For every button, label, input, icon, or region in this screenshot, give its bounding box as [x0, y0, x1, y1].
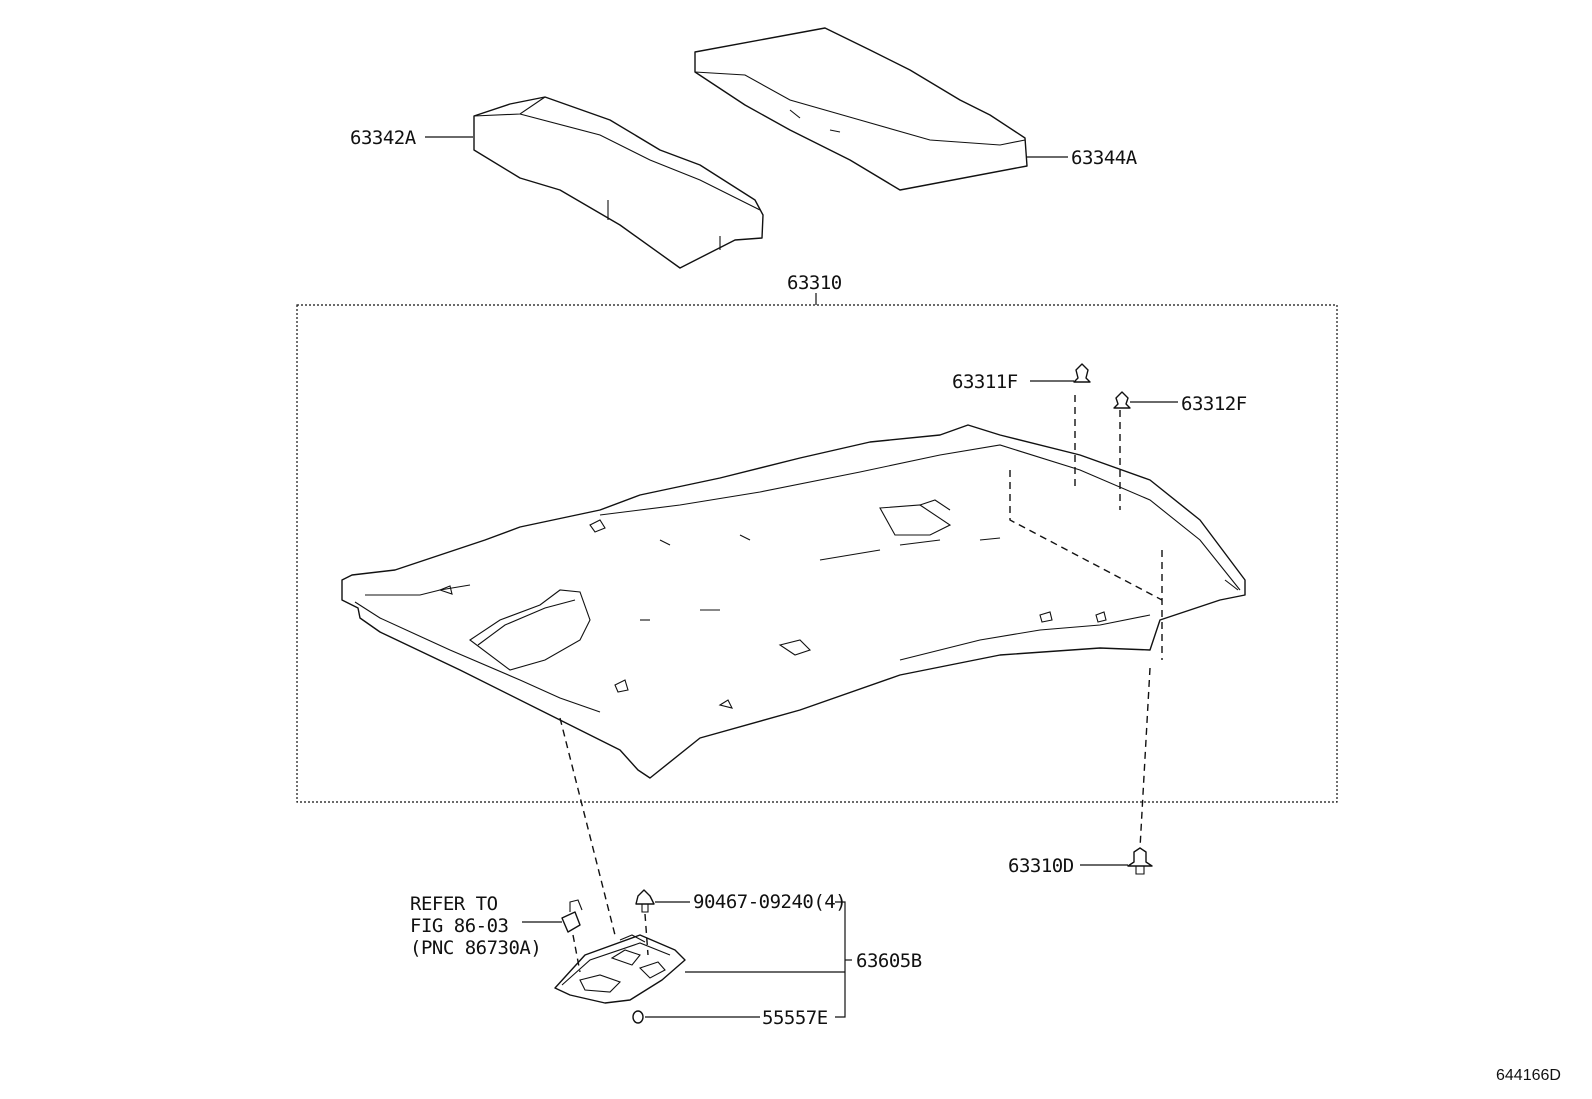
- headliner-63310[interactable]: [341, 424, 1246, 779]
- callout-63344a: 63344A: [1071, 147, 1138, 169]
- lamp-connector[interactable]: [561, 899, 583, 933]
- clip-63312f[interactable]: [1113, 391, 1131, 409]
- clip-63311f[interactable]: [1073, 363, 1091, 383]
- headliner-assembly-frame: [296, 304, 1338, 803]
- screw-90467-09240[interactable]: [635, 889, 655, 913]
- callout-63605b: 63605B: [856, 950, 922, 972]
- callout-63311f: 63311F: [952, 371, 1018, 393]
- pad-63342a[interactable]: [473, 96, 764, 269]
- reference-note-line1: REFER TO: [410, 893, 498, 915]
- callout-63310d: 63310D: [1008, 855, 1074, 877]
- clip-63310d[interactable]: [1127, 847, 1153, 875]
- callout-63310: 63310: [787, 272, 842, 294]
- callout-90467-09240: 90467-09240(4): [693, 891, 846, 913]
- bulb-55557e[interactable]: [632, 1010, 644, 1024]
- map-lamp-63605b[interactable]: [554, 934, 686, 1004]
- pad-63344a[interactable]: [694, 27, 1028, 191]
- reference-note-line3: (PNC 86730A): [410, 937, 541, 959]
- callout-63312f: 63312F: [1181, 393, 1247, 415]
- reference-note-line2: FIG 86-03: [410, 915, 509, 937]
- figure-number: 644166D: [1496, 1067, 1561, 1084]
- callout-55557e: 55557E: [762, 1007, 828, 1029]
- callout-63342a: 63342A: [350, 127, 417, 149]
